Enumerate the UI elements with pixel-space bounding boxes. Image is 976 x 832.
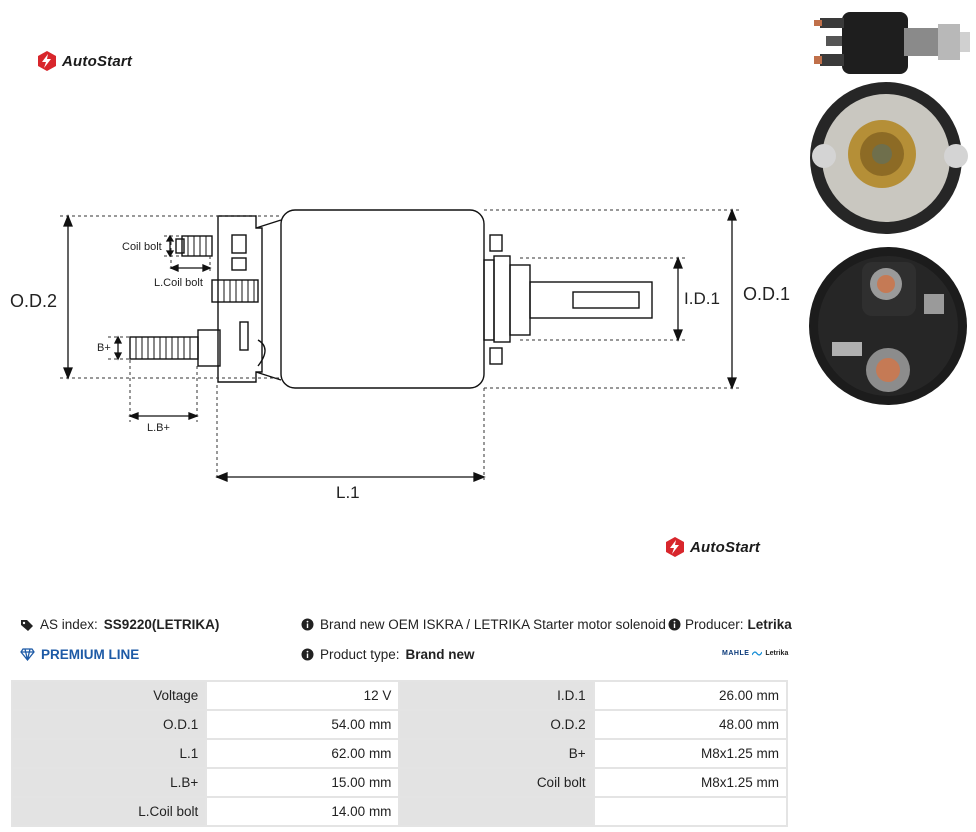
producer-logo: MAHLE Letrika [722,650,788,657]
mahle-logo-text: MAHLE [722,650,750,657]
spec-value: M8x1.25 mm [592,738,789,769]
diamond-icon [20,648,35,661]
spec-label [398,796,595,827]
info-icon [301,618,314,631]
label-lb: L.B+ [147,422,170,434]
label-l1: L.1 [336,483,360,502]
description-text: Brand new OEM ISKRA / LETRIKA Starter mo… [320,617,666,632]
info-icon [668,618,681,631]
autostart-logo-text: AutoStart [62,52,133,70]
table-row: L.Coil bolt 14.00 mm [10,796,789,827]
spec-label: L.Coil bolt [10,796,208,827]
info-icon [301,648,314,661]
spec-value: 14.00 mm [205,796,401,827]
table-row: O.D.1 54.00 mm O.D.2 48.00 mm [10,709,789,740]
table-row: L.B+ 15.00 mm Coil bolt M8x1.25 mm [10,767,789,798]
label-id1: I.D.1 [684,289,720,308]
spec-value: 48.00 mm [592,709,789,740]
table-row: Voltage 12 V I.D.1 26.00 mm [10,680,789,711]
specs-table: Voltage 12 V I.D.1 26.00 mm O.D.1 54.00 … [10,680,789,827]
spec-label: L.1 [10,738,208,769]
product-photo-front [810,82,968,234]
spec-label: L.B+ [10,767,208,798]
label-bplus: B+ [97,342,111,354]
autostart-logo-bottom: AutoStart [664,536,760,558]
solenoid-body [280,209,485,389]
solenoid-cap [217,215,263,383]
tag-icon [21,619,33,631]
spec-value: 15.00 mm [205,767,401,798]
autostart-logo-text: AutoStart [690,538,761,556]
label-l-coil-bolt: L.Coil bolt [154,277,203,289]
producer-label: Producer: [685,617,744,632]
spec-label: Coil bolt [398,767,595,798]
product-type-label: Product type: [320,647,400,662]
wave-icon [752,651,763,656]
spec-value: 54.00 mm [205,709,401,740]
spec-label: B+ [398,738,595,769]
autostart-logo-icon [666,537,684,557]
spec-label: Voltage [10,680,208,711]
autostart-logo-icon [38,51,56,71]
spec-value: 26.00 mm [592,680,789,711]
as-index: AS index: SS9220(LETRIKA) [20,617,219,632]
as-index-label: AS index: [40,617,98,632]
technical-drawing: O.D.2 O.D.1 I.D.1 L.1 L.B+ B+ Coil bolt … [10,208,790,502]
label-od2: O.D.2 [10,291,57,311]
product-type: Product type: Brand new [301,647,475,662]
coil-bolt [181,235,213,257]
spec-value: 12 V [205,680,401,711]
letrika-logo-text: Letrika [765,650,789,657]
table-row: L.1 62.00 mm B+ M8x1.25 mm [10,738,789,769]
as-index-value: SS9220(LETRIKA) [103,617,220,632]
spec-label: I.D.1 [398,680,595,711]
premium-line-label: PREMIUM LINE [41,647,140,662]
product-description: Brand new OEM ISKRA / LETRIKA Starter mo… [301,617,666,632]
producer: Producer: Letrika [668,617,792,632]
product-type-value: Brand new [405,647,475,662]
label-coil-bolt: Coil bolt [122,241,162,253]
spec-label: O.D.2 [398,709,595,740]
autostart-logo: AutoStart [36,50,132,72]
label-od1: O.D.1 [743,284,790,304]
product-photo-rear [809,247,967,405]
bplus-bolt [129,336,199,360]
spec-value [592,796,789,827]
spec-value: M8x1.25 mm [592,767,789,798]
producer-value: Letrika [747,617,792,632]
spec-label: O.D.1 [10,709,208,740]
premium-line: PREMIUM LINE [20,647,139,662]
spec-value: 62.00 mm [205,738,401,769]
product-photo-side [814,12,970,74]
